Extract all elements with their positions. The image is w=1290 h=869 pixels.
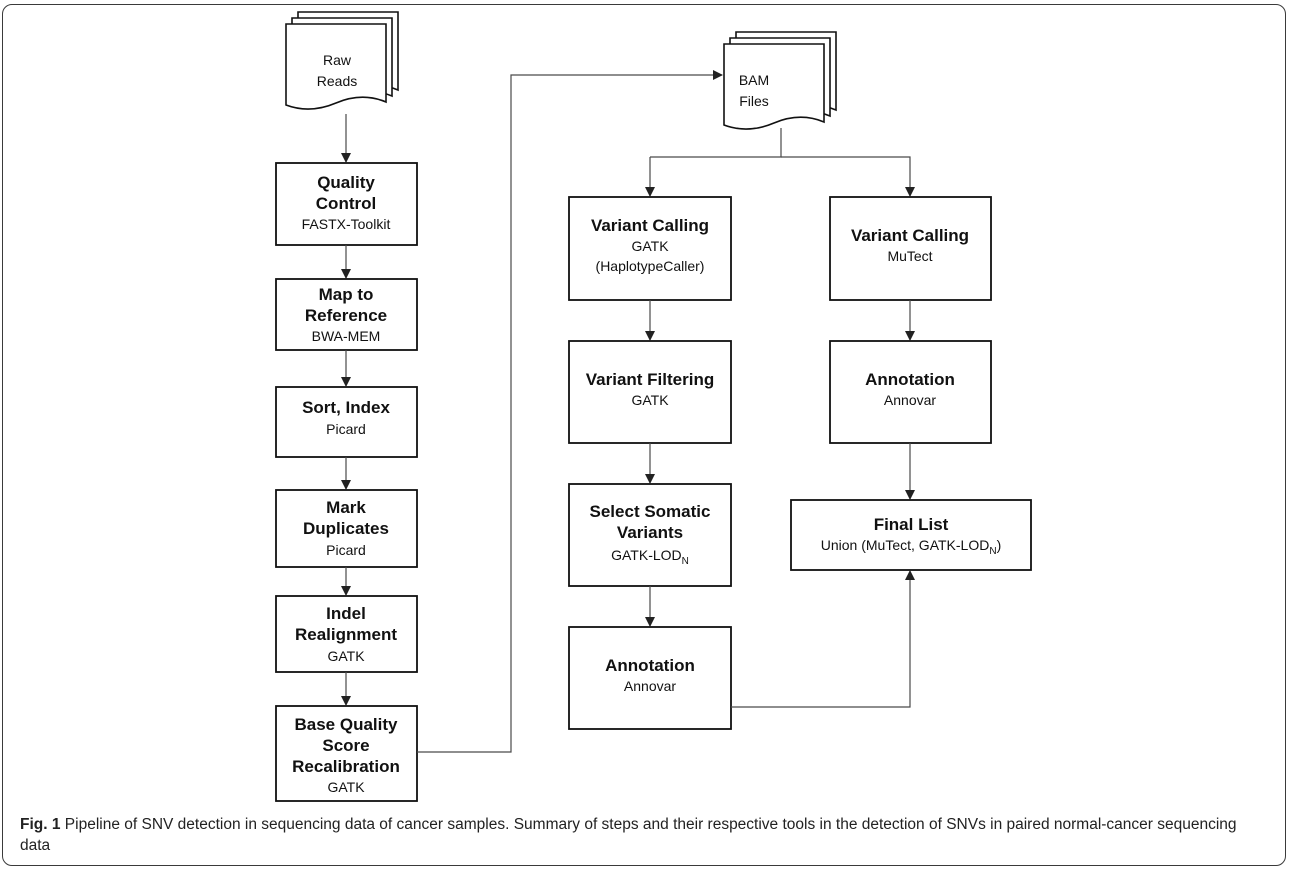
bqsr-title-1: Base Quality bbox=[295, 715, 399, 734]
quality-control-title-2: Control bbox=[316, 194, 376, 213]
variant-calling-gatk-tool-1: GATK bbox=[631, 238, 669, 254]
annotation-left-title: Annotation bbox=[605, 656, 695, 675]
indel-realignment-title-1: Indel bbox=[326, 604, 366, 623]
mark-duplicates-title-1: Mark bbox=[326, 498, 366, 517]
variant-filtering-step: Variant Filtering GATK bbox=[568, 340, 732, 444]
bam-files-label-1: BAM bbox=[739, 72, 769, 88]
arrow-annotation-left-to-final bbox=[731, 570, 915, 708]
final-list-step: Final List Union (MuTect, GATK-LODN) bbox=[790, 499, 1032, 571]
final-list-title: Final List bbox=[874, 515, 949, 534]
bqsr-title-2: Score bbox=[322, 736, 369, 755]
indel-realignment-tool: GATK bbox=[327, 648, 365, 664]
raw-reads-label-1: Raw bbox=[323, 52, 352, 68]
annotation-right-title: Annotation bbox=[865, 370, 955, 389]
select-somatic-tool: GATK-LODN bbox=[611, 547, 689, 567]
bqsr-title-3: Recalibration bbox=[292, 757, 400, 776]
map-to-reference-title-2: Reference bbox=[305, 306, 387, 325]
arrow-bam-to-mutect bbox=[781, 156, 915, 197]
bam-files-document: BAM Files bbox=[723, 31, 837, 130]
raw-reads-label-2: Reads bbox=[317, 73, 357, 89]
variant-calling-gatk-title: Variant Calling bbox=[591, 216, 709, 235]
variant-calling-mutect-title: Variant Calling bbox=[851, 226, 969, 245]
variant-calling-gatk-tool-2: (HaplotypeCaller) bbox=[596, 258, 705, 274]
map-to-reference-tool: BWA-MEM bbox=[312, 328, 381, 344]
variant-filtering-tool: GATK bbox=[631, 392, 669, 408]
map-to-reference-step: Map to Reference BWA-MEM bbox=[275, 278, 418, 351]
caption-text: Pipeline of SNV detection in sequencing … bbox=[20, 816, 1237, 854]
annotation-right-step: Annotation Annovar bbox=[829, 340, 992, 444]
indel-realignment-step: Indel Realignment GATK bbox=[275, 595, 418, 673]
annotation-left-tool: Annovar bbox=[624, 678, 676, 694]
bam-files-label-2: Files bbox=[739, 93, 769, 109]
annotation-right-tool: Annovar bbox=[884, 392, 936, 408]
annotation-left-step: Annotation Annovar bbox=[568, 626, 732, 730]
quality-control-tool: FASTX-Toolkit bbox=[302, 216, 391, 232]
sort-index-title: Sort, Index bbox=[302, 398, 390, 417]
raw-reads-document: Raw Reads bbox=[285, 11, 399, 110]
base-quality-recalibration-step: Base Quality Score Recalibration GATK bbox=[275, 705, 418, 802]
arrow-bqsr-to-bam bbox=[417, 70, 723, 753]
select-somatic-title-1: Select Somatic bbox=[590, 502, 711, 521]
mark-duplicates-tool: Picard bbox=[326, 542, 366, 558]
quality-control-step: Quality Control FASTX-Toolkit bbox=[275, 162, 418, 246]
variant-calling-mutect-tool: MuTect bbox=[887, 248, 932, 264]
mark-duplicates-step: Mark Duplicates Picard bbox=[275, 489, 418, 568]
bam-split-connector bbox=[650, 128, 782, 158]
quality-control-title-1: Quality bbox=[317, 173, 375, 192]
select-somatic-title-2: Variants bbox=[617, 523, 683, 542]
variant-calling-gatk-step: Variant Calling GATK (HaplotypeCaller) bbox=[568, 196, 732, 301]
bqsr-tool: GATK bbox=[327, 779, 365, 795]
caption-label: Fig. 1 bbox=[20, 816, 61, 833]
sort-index-tool: Picard bbox=[326, 421, 366, 437]
select-somatic-variants-step: Select Somatic Variants GATK-LODN bbox=[568, 483, 732, 587]
map-to-reference-title-1: Map to bbox=[319, 285, 374, 304]
final-list-tool: Union (MuTect, GATK-LODN) bbox=[821, 537, 1001, 557]
mark-duplicates-title-2: Duplicates bbox=[303, 519, 389, 538]
variant-calling-mutect-step: Variant Calling MuTect bbox=[829, 196, 992, 301]
sort-index-step: Sort, Index Picard bbox=[275, 386, 418, 458]
indel-realignment-title-2: Realignment bbox=[295, 625, 397, 644]
figure-frame bbox=[2, 4, 1286, 866]
figure-caption: Fig. 1 Pipeline of SNV detection in sequ… bbox=[20, 814, 1270, 856]
variant-filtering-title: Variant Filtering bbox=[586, 370, 714, 389]
